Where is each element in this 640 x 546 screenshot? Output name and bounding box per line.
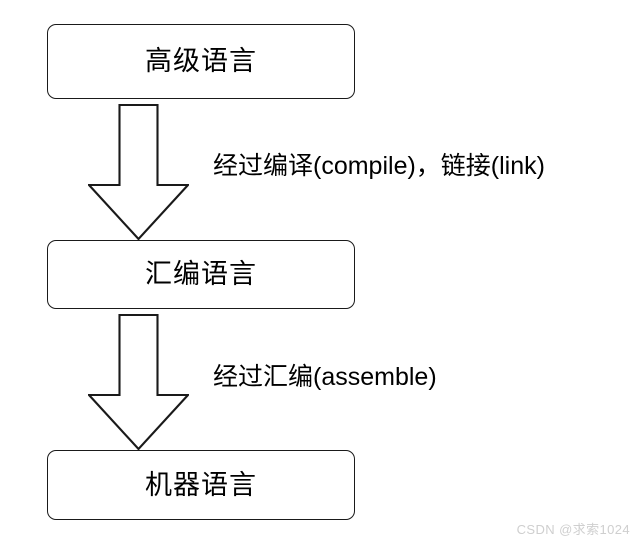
edge-label-compile-link: 经过编译(compile)，链接(link) [213,152,545,180]
block-arrow-down-icon [88,104,189,240]
node-label: 高级语言 [145,46,257,76]
node-machine-language[interactable]: 机器语言 [47,450,355,520]
node-label: 机器语言 [145,469,257,500]
block-arrow-down-icon [88,314,189,450]
arrow-compile-link [88,104,189,240]
node-high-level-language[interactable]: 高级语言 [47,24,355,99]
node-assembly-language[interactable]: 汇编语言 [47,240,355,309]
arrow-assemble [88,314,189,450]
watermark: CSDN @求索1024 [516,522,630,537]
node-label: 汇编语言 [145,259,257,289]
edge-label-assemble: 经过汇编(assemble) [213,363,437,391]
